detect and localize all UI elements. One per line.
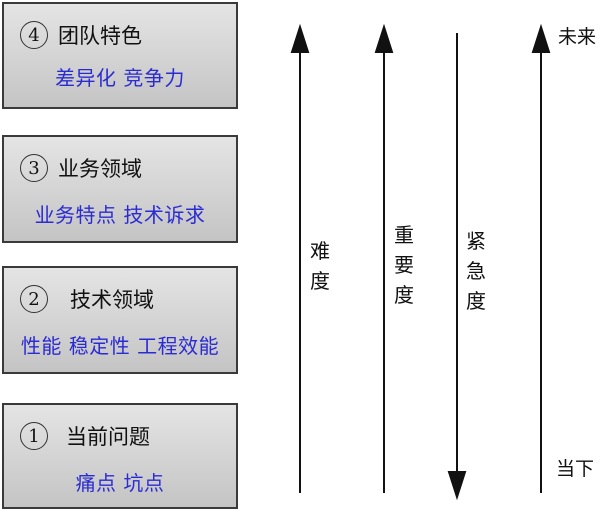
number-circle-icon: 1 bbox=[20, 422, 48, 450]
label-present: 当下 bbox=[556, 458, 595, 480]
arrow-urgency-head-icon bbox=[447, 471, 467, 501]
card-title: 技术领域 bbox=[70, 288, 154, 312]
label-future: 未来 bbox=[558, 26, 597, 48]
card-subtitle: 业务特点 技术诉求 bbox=[34, 203, 206, 227]
arrow-time-head-icon bbox=[531, 23, 551, 53]
card-title-row: 3 业务领域 bbox=[20, 153, 142, 183]
card-subtitle: 痛点 坑点 bbox=[75, 471, 165, 495]
card-title: 团队特色 bbox=[58, 24, 142, 48]
card-title-row: 4 团队特色 bbox=[20, 20, 142, 50]
label-difficulty: 难 度 bbox=[310, 239, 330, 293]
label-urgency: 紧 急 度 bbox=[466, 229, 486, 313]
number-circle-icon: 2 bbox=[20, 285, 48, 313]
card-tech-domain: 2 技术领域 性能 稳定性 工程效能 bbox=[2, 266, 238, 374]
label-importance: 重 要 度 bbox=[394, 223, 414, 307]
arrow-importance-head-icon bbox=[374, 23, 394, 53]
number-circle-icon: 3 bbox=[20, 154, 48, 182]
number-circle-icon: 4 bbox=[20, 21, 48, 49]
card-title: 当前问题 bbox=[66, 425, 150, 449]
card-current-issues: 1 当前问题 痛点 坑点 bbox=[2, 403, 238, 509]
card-subtitle: 性能 稳定性 工程效能 bbox=[20, 334, 220, 358]
card-subtitle: 差异化 竞争力 bbox=[55, 66, 185, 90]
card-title-row: 2 技术领域 bbox=[20, 284, 154, 314]
card-team-features: 4 团队特色 差异化 竞争力 bbox=[2, 2, 238, 109]
arrow-difficulty-head-icon bbox=[290, 23, 310, 53]
card-business-domain: 3 业务领域 业务特点 技术诉求 bbox=[2, 135, 238, 243]
card-title: 业务领域 bbox=[58, 157, 142, 181]
card-title-row: 1 当前问题 bbox=[20, 421, 150, 451]
